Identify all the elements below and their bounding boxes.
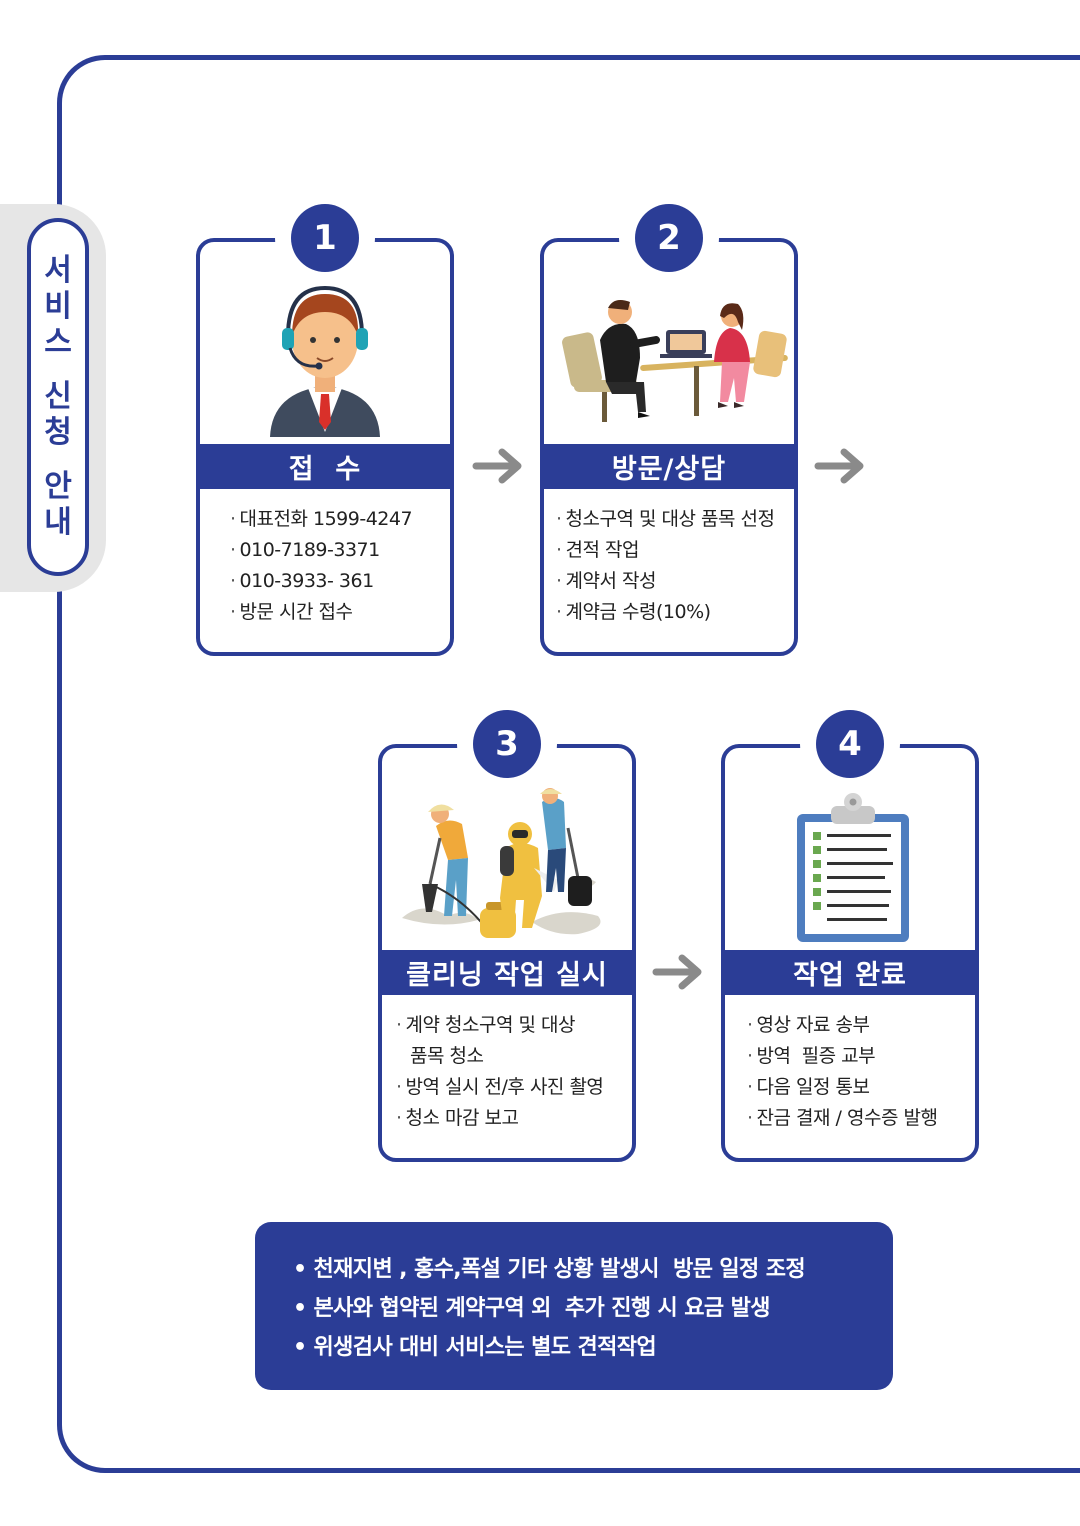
side-title-char: 서	[44, 253, 72, 288]
call-center-agent-icon	[270, 285, 380, 437]
list-item: ·대표전화 1599-4247	[230, 508, 413, 530]
list-item: ·010-7189-3371	[230, 539, 380, 561]
list-item: ·방문 시간 접수	[230, 601, 353, 623]
step-card-2: 2 방문/상담 ·청소구역 및 대상 품목 선정 ·견적 작업 ·계약서 작성 …	[540, 204, 798, 656]
arrow-right-icon	[652, 954, 702, 990]
arrow-right-icon	[814, 448, 864, 484]
list-item: ·견적 작업	[556, 539, 640, 561]
side-title-char: 비	[44, 289, 72, 324]
page-frame	[57, 55, 1080, 1473]
step-number-badge: 2	[635, 204, 703, 272]
side-title-char: 신	[44, 379, 72, 414]
notice-box: • 천재지변 , 홍수,폭설 기타 상황 발생시 방문 일정 조정 • 본사와 …	[255, 1222, 893, 1390]
step-card-1: 1 접 수 ·대표전화 1599-4247 ·010-7189-3371 ·01…	[196, 204, 454, 656]
notice-item: • 본사와 협약된 계약구역 외 추가 진행 시 요금 발생	[293, 1296, 770, 1321]
notice-item: • 위생검사 대비 서비스는 별도 견적작업	[293, 1335, 657, 1360]
step-number-badge: 3	[473, 710, 541, 778]
step-card-4: 4 작업 완료 ·영상 자료 송부 ·방역 필증 교부 ·다음 일정 통보 ·잔…	[721, 710, 979, 1162]
step-number-badge: 1	[291, 204, 359, 272]
list-item: 품목 청소	[410, 1045, 484, 1067]
step-title: 작업 완료	[721, 950, 979, 995]
list-item: ·잔금 결재 / 영수증 발행	[747, 1107, 938, 1129]
side-title-char: 안	[44, 469, 72, 504]
list-item: ·방역 실시 전/후 사진 촬영	[396, 1076, 604, 1098]
step-card-3: 3 클리닝 작업 실시 ·계약 청소구역 및 대상 품목 청소 ·방역 실시 전…	[378, 710, 636, 1162]
side-title-char: 스	[44, 325, 72, 360]
step-title: 방문/상담	[540, 444, 798, 489]
step-items: ·영상 자료 송부 ·방역 필증 교부 ·다음 일정 통보 ·잔금 결재 / 영…	[747, 1010, 965, 1134]
step-title: 접 수	[196, 444, 454, 489]
list-item: ·청소 마감 보고	[396, 1107, 519, 1129]
list-item: ·영상 자료 송부	[747, 1014, 870, 1036]
step-items: ·계약 청소구역 및 대상 품목 청소 ·방역 실시 전/후 사진 촬영 ·청소…	[396, 1010, 622, 1134]
arrow-right-icon	[472, 448, 522, 484]
list-item: ·계약서 작성	[556, 570, 657, 592]
side-title-char: 내	[44, 505, 72, 540]
list-item: ·청소구역 및 대상 품목 선정	[556, 508, 775, 530]
cleaning-crew-icon	[402, 788, 601, 938]
step-number-badge: 4	[816, 710, 884, 778]
side-title-char: 청	[44, 415, 72, 450]
list-item: ·방역 필증 교부	[747, 1045, 876, 1067]
list-item: ·다음 일정 통보	[747, 1076, 870, 1098]
list-item: ·계약 청소구역 및 대상	[396, 1014, 576, 1036]
side-title: 서 비 스 신 청 안 내	[27, 218, 89, 576]
step-items: ·청소구역 및 대상 품목 선정 ·견적 작업 ·계약서 작성 ·계약금 수령(…	[556, 504, 784, 628]
clipboard-checklist-icon	[797, 793, 909, 942]
list-item: ·010-3933- 361	[230, 570, 374, 592]
list-item: ·계약금 수령(10%)	[556, 601, 711, 623]
notice-item: • 천재지변 , 홍수,폭설 기타 상황 발생시 방문 일정 조정	[293, 1257, 806, 1282]
consultation-meeting-icon	[562, 300, 788, 422]
step-title: 클리닝 작업 실시	[378, 950, 636, 995]
step-items: ·대표전화 1599-4247 ·010-7189-3371 ·010-3933…	[230, 504, 440, 628]
